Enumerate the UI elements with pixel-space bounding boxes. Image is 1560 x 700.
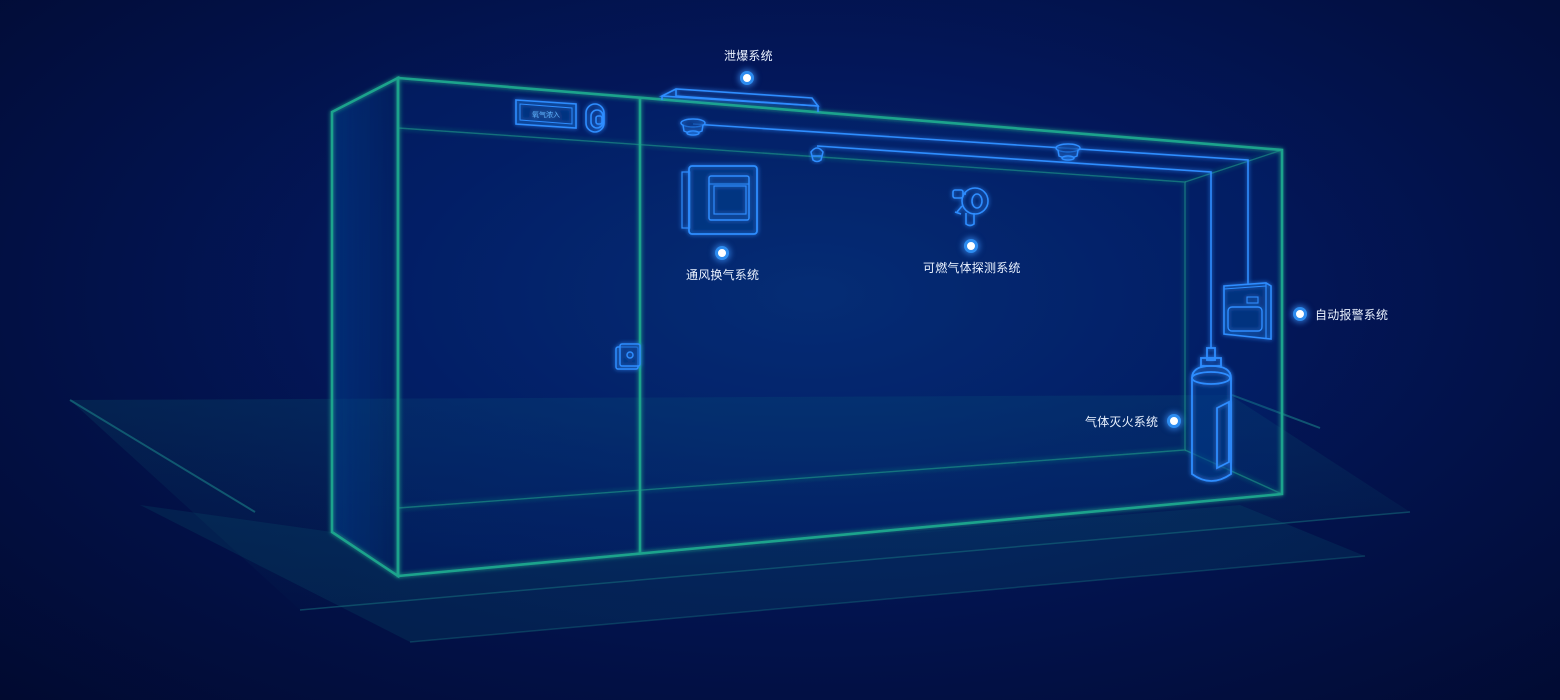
alarm-control-panel-icon bbox=[1223, 282, 1272, 340]
marker-explosion-vent[interactable] bbox=[740, 71, 754, 85]
vent-panel-icon bbox=[658, 88, 820, 112]
label-auto-alarm: 自动报警系统 bbox=[1315, 308, 1389, 322]
gas-cylinder-icon bbox=[1191, 347, 1232, 482]
marker-gas-detection[interactable] bbox=[964, 239, 978, 253]
smoke-detector-icon bbox=[680, 118, 706, 136]
marker-auto-alarm[interactable] bbox=[1293, 307, 1307, 321]
sprinkler-icon bbox=[810, 147, 824, 163]
smoke-detector-icon bbox=[1055, 143, 1081, 161]
exit-sign-text: 氧气浓入 bbox=[532, 110, 560, 119]
label-ventilation: 通风换气系统 bbox=[686, 268, 760, 282]
ventilation-fan-icon bbox=[681, 165, 758, 235]
label-explosion-vent: 泄爆系统 bbox=[724, 49, 773, 63]
container-frame bbox=[330, 75, 1284, 579]
alarm-bell-icon bbox=[585, 103, 605, 133]
marker-gas-suppression[interactable] bbox=[1167, 414, 1181, 428]
exit-sign-icon: 氧气浓入 bbox=[515, 99, 577, 129]
label-gas-detection: 可燃气体探测系统 bbox=[923, 261, 1021, 275]
pipe-network bbox=[692, 123, 1249, 348]
door-reader-icon bbox=[615, 343, 641, 370]
gas-detector-icon bbox=[952, 187, 989, 227]
label-gas-suppression: 气体灭火系统 bbox=[1085, 415, 1159, 429]
marker-ventilation[interactable] bbox=[715, 246, 729, 260]
